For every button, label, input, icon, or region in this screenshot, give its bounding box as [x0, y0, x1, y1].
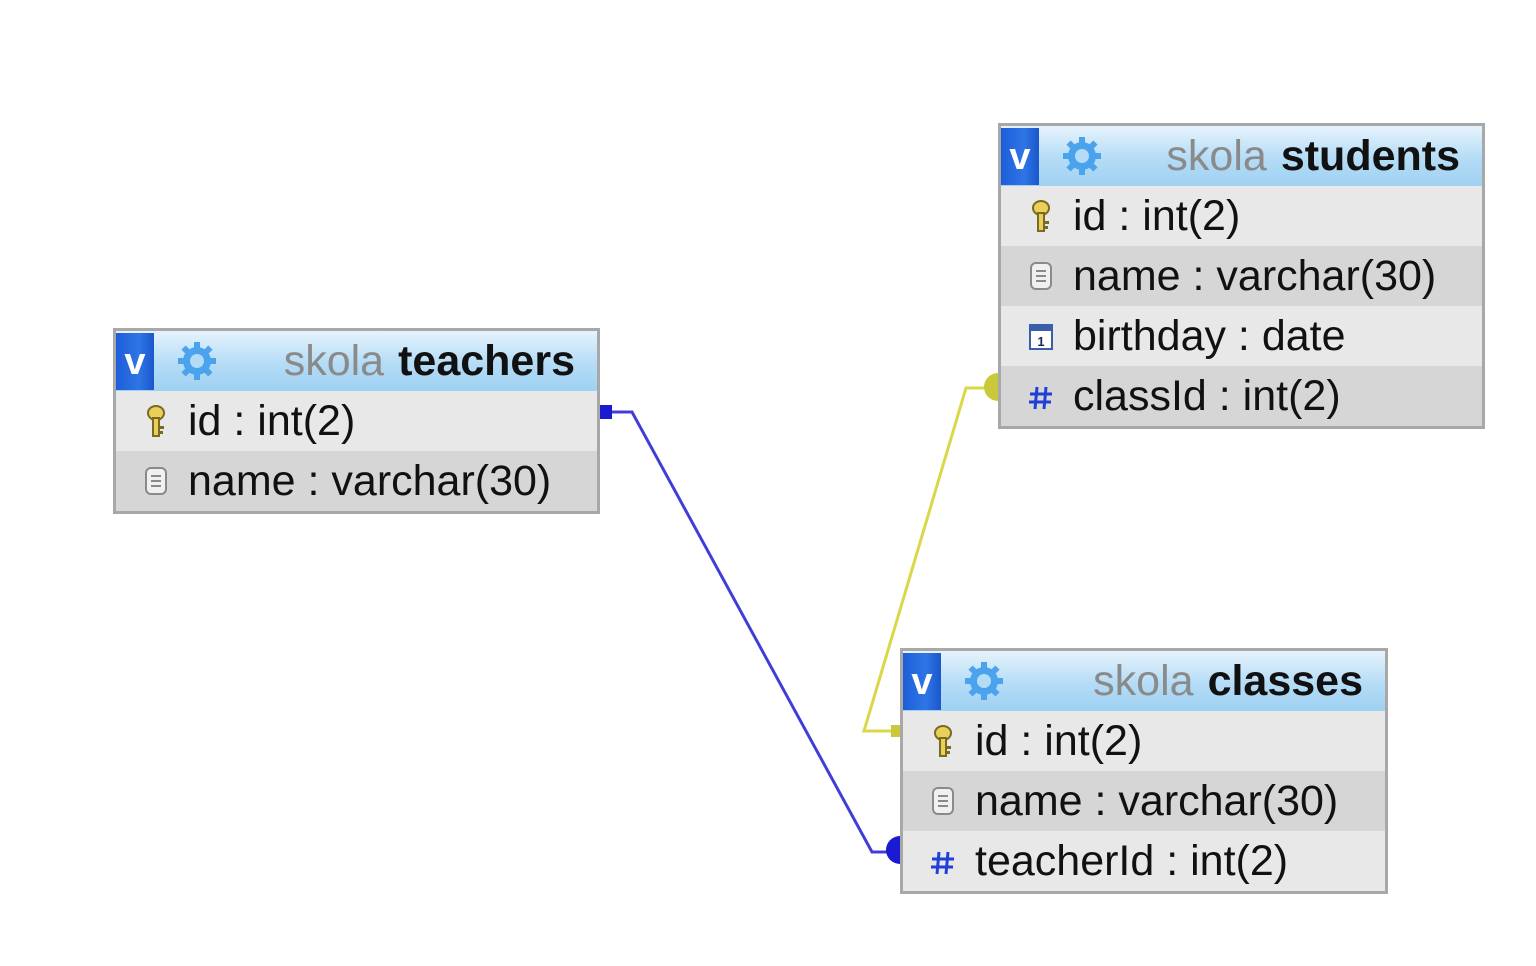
- svg-text:1: 1: [1037, 334, 1044, 349]
- gear-icon[interactable]: [963, 660, 1005, 702]
- column-row-classid[interactable]: classId : int(2): [1001, 366, 1482, 426]
- table-header-teachers[interactable]: v skola teachers: [116, 331, 597, 391]
- column-row-teacherid[interactable]: teacherId : int(2): [903, 831, 1385, 891]
- column-label: name : varchar(30): [975, 776, 1339, 825]
- relation-line-teachers-classes[interactable]: [610, 410, 896, 854]
- table-teachers[interactable]: v skola teachers id : int(2): [113, 328, 600, 514]
- toggle-button[interactable]: v: [903, 652, 941, 710]
- table-name: students: [1280, 131, 1460, 180]
- table-name: teachers: [398, 336, 575, 385]
- column-label: birthday : date: [1073, 311, 1346, 360]
- toggle-button[interactable]: v: [116, 332, 154, 390]
- numeric-field-icon: [931, 851, 954, 875]
- column-row-id[interactable]: id : int(2): [1001, 186, 1482, 246]
- column-label: id : int(2): [975, 716, 1143, 765]
- relation-end-classes-teacherid: [886, 836, 900, 864]
- database-name: skola: [1093, 656, 1194, 705]
- column-label: name : varchar(30): [1073, 251, 1437, 300]
- table-title[interactable]: skola students: [1166, 126, 1460, 186]
- column-row-name[interactable]: name : varchar(30): [903, 771, 1385, 831]
- table-classes[interactable]: v skola classes id : int(2): [900, 648, 1388, 894]
- table-header-students[interactable]: v skola students: [1001, 126, 1482, 186]
- table-name: classes: [1207, 656, 1363, 705]
- column-label: id : int(2): [188, 396, 356, 445]
- column-row-birthday[interactable]: 1 birthday : date: [1001, 306, 1482, 366]
- relation-end-students-classid: [984, 373, 998, 401]
- text-field-icon: [1030, 262, 1052, 290]
- column-row-name[interactable]: name : varchar(30): [1001, 246, 1482, 306]
- database-name: skola: [283, 336, 385, 385]
- column-row-id[interactable]: id : int(2): [116, 391, 597, 451]
- gear-icon[interactable]: [176, 340, 218, 382]
- column-label: name : varchar(30): [188, 456, 552, 505]
- column-row-id[interactable]: id : int(2): [903, 711, 1385, 771]
- text-field-icon: [932, 787, 954, 815]
- primary-key-icon: [934, 725, 952, 757]
- toggle-button[interactable]: v: [1001, 127, 1039, 185]
- numeric-field-icon: [1029, 386, 1052, 410]
- column-label: teacherId : int(2): [975, 836, 1289, 885]
- text-field-icon: [145, 467, 167, 495]
- table-students[interactable]: v skola students id : int(2): [998, 123, 1485, 429]
- table-title[interactable]: skola classes: [1093, 651, 1363, 711]
- column-label: id : int(2): [1073, 191, 1241, 240]
- table-title[interactable]: skola teachers: [284, 331, 575, 391]
- primary-key-icon: [1032, 200, 1050, 232]
- database-name: skola: [1166, 131, 1267, 180]
- relation-end-teachers: [600, 405, 612, 419]
- primary-key-icon: [147, 405, 165, 437]
- gear-icon[interactable]: [1061, 135, 1103, 177]
- column-label: classId : int(2): [1073, 371, 1341, 420]
- table-header-classes[interactable]: v skola classes: [903, 651, 1385, 711]
- date-field-icon: 1: [1029, 324, 1053, 350]
- column-row-name[interactable]: name : varchar(30): [116, 451, 597, 511]
